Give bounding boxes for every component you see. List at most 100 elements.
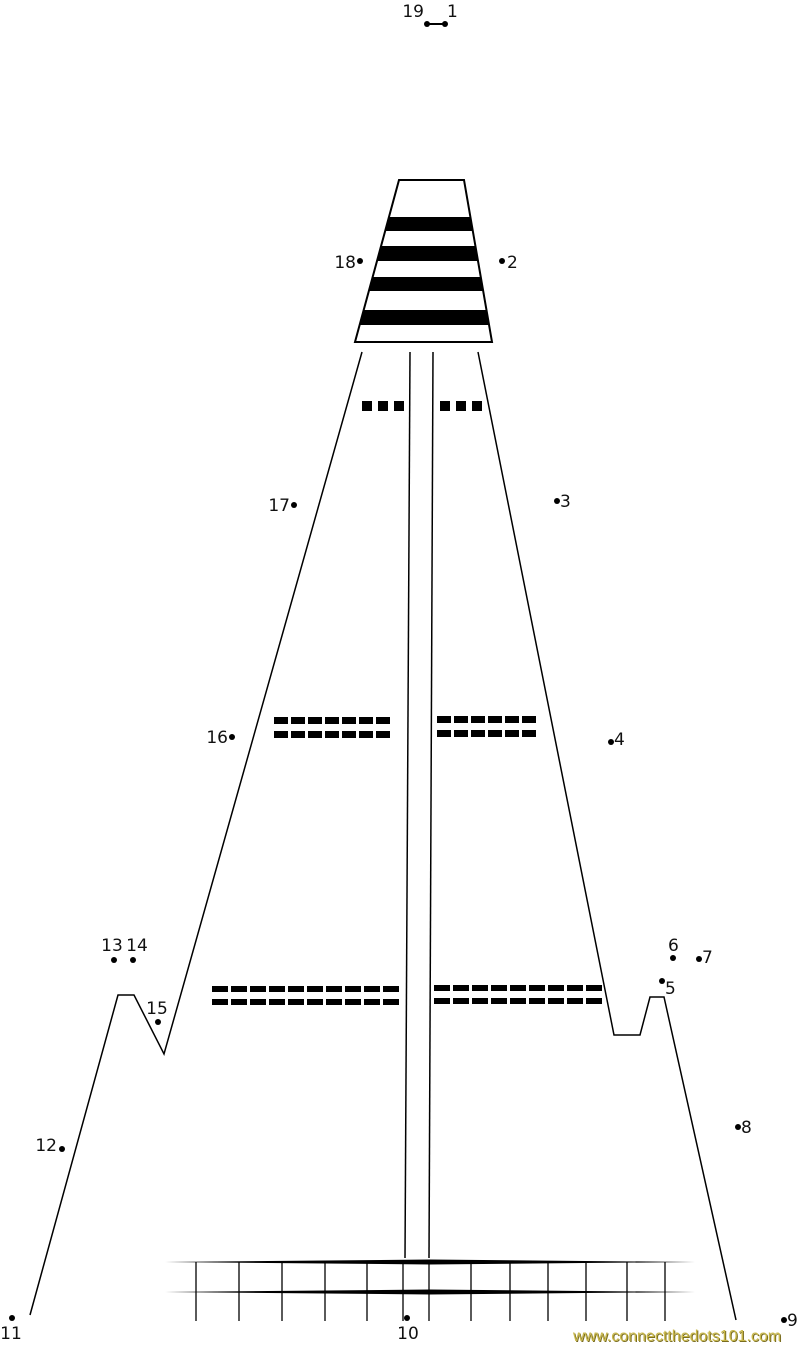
- dot-label-7: 7: [702, 948, 713, 968]
- dot-17[interactable]: [291, 502, 297, 508]
- girder-dash: [505, 716, 519, 723]
- girder-dash: [364, 999, 380, 1005]
- dot-label-14: 14: [126, 936, 148, 956]
- dot-label-16: 16: [206, 728, 228, 748]
- girder-dash: [376, 717, 390, 724]
- girder-dash: [342, 717, 356, 724]
- dot-label-5: 5: [665, 979, 676, 999]
- dot-16[interactable]: [229, 734, 235, 740]
- girder-dash: [437, 730, 451, 737]
- dot-label-13: 13: [101, 936, 123, 956]
- girder-dash: [212, 999, 228, 1005]
- girder-dash: [288, 986, 304, 992]
- rail: [165, 1259, 695, 1265]
- girder-dash: [454, 716, 468, 723]
- dot-label-4: 4: [614, 730, 625, 750]
- dot-10[interactable]: [404, 1315, 410, 1321]
- girder-dash: [274, 717, 288, 724]
- girder-dash: [288, 999, 304, 1005]
- stripes-and-dashes: [212, 217, 602, 1005]
- girder-dash: [326, 999, 342, 1005]
- dot-15[interactable]: [155, 1019, 161, 1025]
- girder-dash: [307, 986, 323, 992]
- girder-dash: [472, 401, 482, 411]
- girder-dash: [522, 716, 536, 723]
- dot-label-1: 1: [447, 2, 458, 22]
- girder-dash: [586, 998, 602, 1004]
- girder-dash: [362, 401, 372, 411]
- dot-4[interactable]: [608, 739, 614, 745]
- girder-dash: [359, 717, 373, 724]
- girder-dash: [307, 999, 323, 1005]
- girder-dash: [342, 731, 356, 738]
- dot-1[interactable]: [442, 21, 448, 27]
- girder-dash: [510, 985, 526, 991]
- dot-13[interactable]: [111, 957, 117, 963]
- girder-dash: [434, 985, 450, 991]
- girder-dash: [394, 401, 404, 411]
- girder-dash: [308, 731, 322, 738]
- girder-dash: [383, 999, 399, 1005]
- girder-dash: [491, 998, 507, 1004]
- girder-dash: [586, 985, 602, 991]
- dot-2[interactable]: [499, 258, 505, 264]
- base-rails: [165, 1259, 695, 1321]
- dot-label-15: 15: [146, 999, 168, 1019]
- dot-6[interactable]: [670, 955, 676, 961]
- dot-label-11: 11: [0, 1324, 22, 1344]
- girder-dash: [231, 986, 247, 992]
- watermark: www.connectthedots101.com: [572, 1328, 781, 1345]
- girder-dash: [269, 999, 285, 1005]
- dot-14[interactable]: [130, 957, 136, 963]
- girder-dash: [378, 401, 388, 411]
- girder-dash: [364, 986, 380, 992]
- dot-5[interactable]: [659, 978, 665, 984]
- girder-dash: [471, 716, 485, 723]
- dot-18[interactable]: [357, 258, 363, 264]
- tower-stripe: [385, 217, 473, 231]
- girder-dash: [567, 998, 583, 1004]
- girder-dash: [308, 717, 322, 724]
- girder-dash: [376, 731, 390, 738]
- girder-dash: [567, 985, 583, 991]
- girder-dash: [488, 730, 502, 737]
- girder-dash: [522, 730, 536, 737]
- girder-dash: [269, 986, 285, 992]
- girder-dash: [291, 717, 305, 724]
- tower-stripe: [377, 246, 478, 261]
- girder-dash: [453, 998, 469, 1004]
- dot-label-2: 2: [507, 253, 518, 273]
- girder-dash: [274, 731, 288, 738]
- right-pole: [428, 351, 434, 1259]
- girder-dash: [325, 731, 339, 738]
- girder-dash: [471, 730, 485, 737]
- girder-dash: [472, 998, 488, 1004]
- girder-dash: [505, 730, 519, 737]
- girder-dash: [440, 401, 450, 411]
- dot-11[interactable]: [9, 1315, 15, 1321]
- girder-dash: [359, 731, 373, 738]
- tower-stripe: [359, 310, 490, 325]
- girder-dash: [437, 716, 451, 723]
- drawing-lines: [29, 179, 737, 1321]
- girder-dash: [325, 717, 339, 724]
- girder-dash: [345, 999, 361, 1005]
- dot-9[interactable]: [781, 1317, 787, 1323]
- dot-3[interactable]: [554, 498, 560, 504]
- girder-dash: [231, 999, 247, 1005]
- dot-7[interactable]: [696, 956, 702, 962]
- left-pole: [404, 351, 411, 1259]
- girder-dash: [548, 998, 564, 1004]
- girder-dash: [510, 998, 526, 1004]
- girder-dash: [491, 985, 507, 991]
- dot-label-6: 6: [668, 936, 679, 956]
- girder-dash: [212, 986, 228, 992]
- dot-label-10: 10: [397, 1324, 419, 1344]
- dot-8[interactable]: [735, 1124, 741, 1130]
- left-outline: [29, 351, 363, 1316]
- dot-label-18: 18: [334, 253, 356, 273]
- dot-19[interactable]: [424, 21, 430, 27]
- dot-12[interactable]: [59, 1146, 65, 1152]
- girder-dash: [488, 716, 502, 723]
